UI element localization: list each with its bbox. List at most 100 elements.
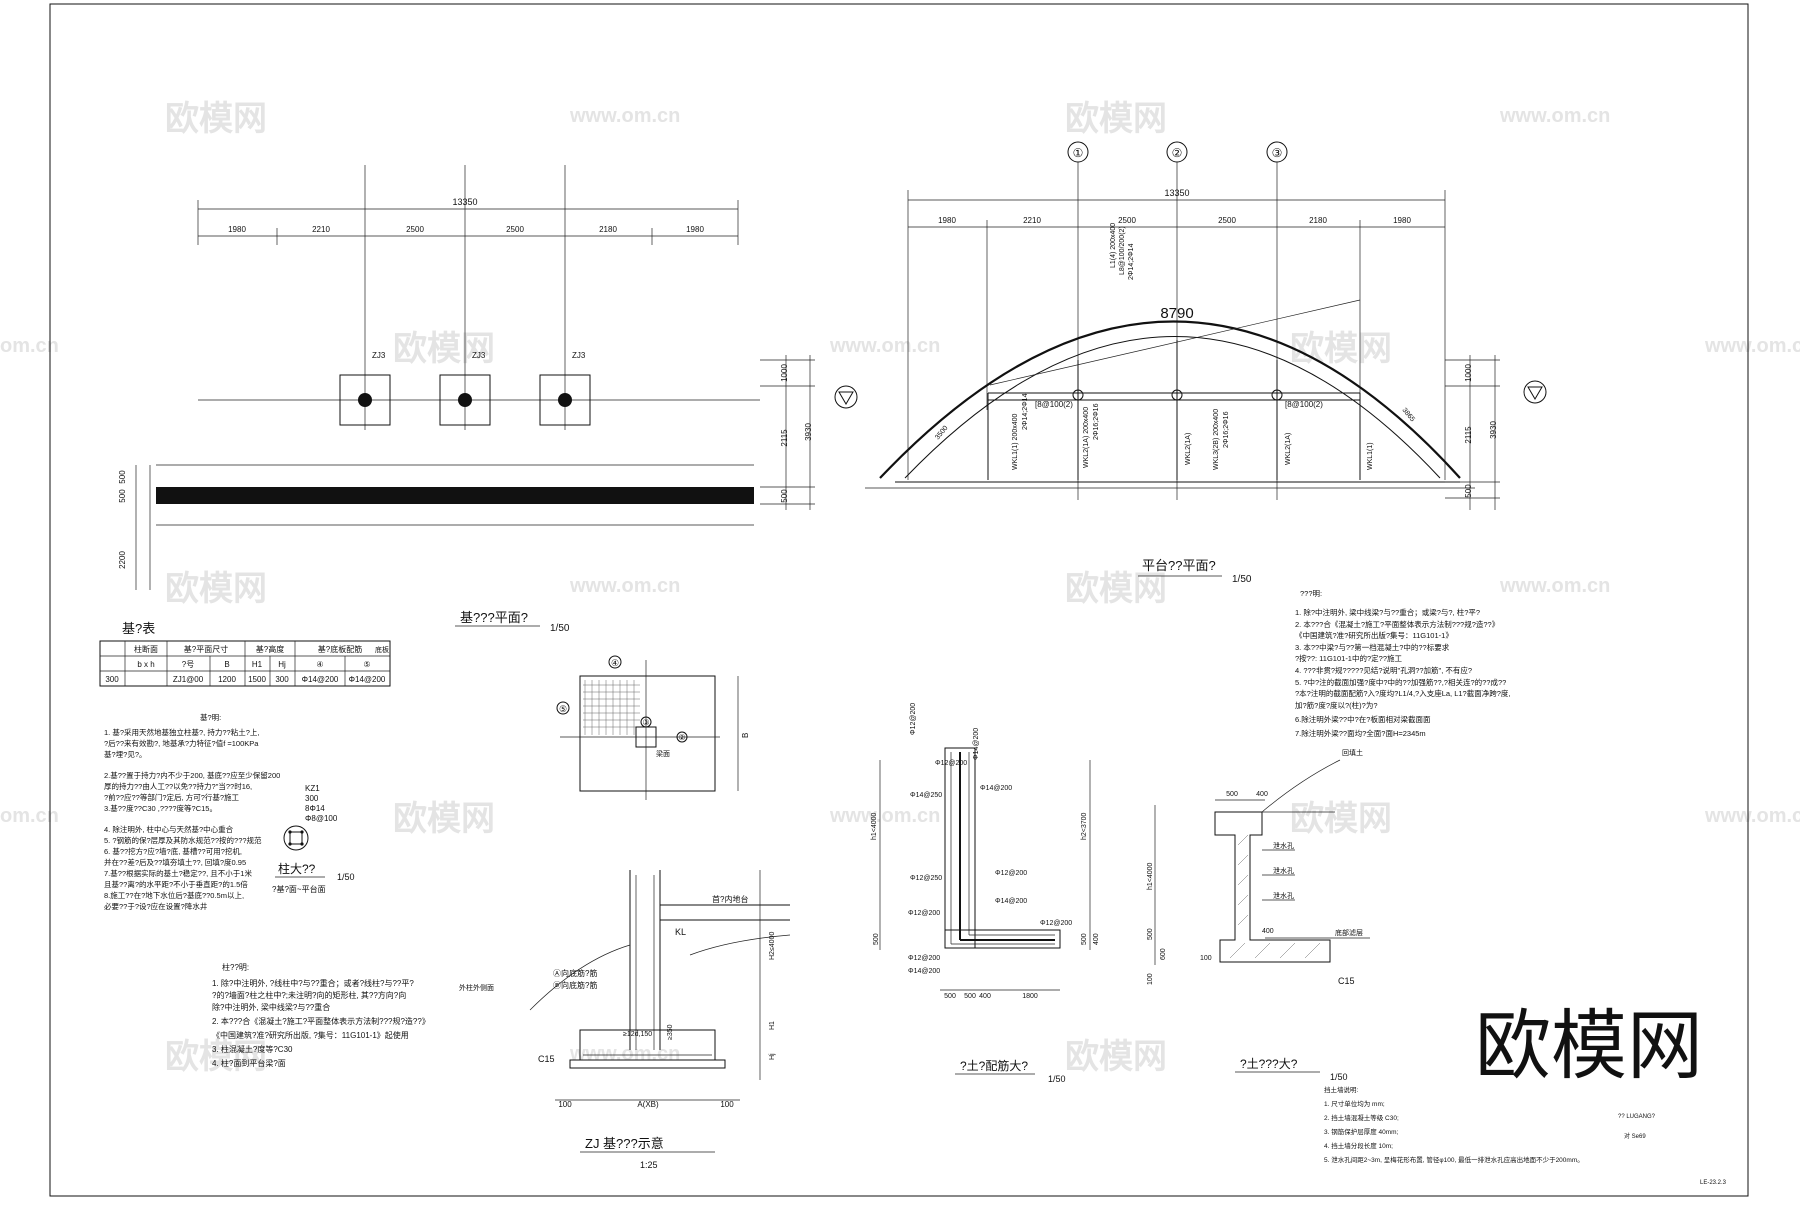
detail-label: ≥350 xyxy=(667,1024,674,1040)
rebar-label: Φ14@200 xyxy=(908,968,940,975)
detail-mark: ③ xyxy=(642,718,649,727)
watermark-brand: 欧模网 xyxy=(1290,330,1392,368)
note-line: 2.基??置于持力?内不少于200, 基底??应至少保留200 xyxy=(104,770,280,780)
h-label: Hj xyxy=(769,1053,776,1060)
beam-label: L8@100/200(2) xyxy=(1119,226,1126,275)
column-notes: 柱??明: 1. 除?中注明外, ?线柱中?与??重合；或者?线柱?与??平? … xyxy=(212,962,430,1068)
note-line: 厚的持力??由人工??以免??持力?"当??时16, xyxy=(104,781,252,791)
dim-b: B xyxy=(741,733,750,738)
detail-scale: 1/50 xyxy=(1048,1074,1066,1084)
foundation-plan: 13350 1980 2210 2500 2500 2180 1980 ZJ3 … xyxy=(118,165,815,634)
note-line: 4. 挡土墙分段长度 10m; xyxy=(1324,1141,1393,1150)
footing-zj3: ZJ3 xyxy=(339,351,391,426)
dim: 400 xyxy=(979,993,991,1000)
note-line: 《中国建筑?准?研究所出版, ?集号：11G101-1》起使用 xyxy=(212,1030,409,1040)
note-line: 5. ?钢筋的保?层厚及其防水规范??按的???规范 xyxy=(104,835,262,845)
note-line: 并在??差?后及??填夯填土??, 回填?度0.95 xyxy=(104,857,246,867)
note-line: 1. 尺寸单位均为 mm; xyxy=(1324,1099,1385,1108)
note-line: 2. 本???合《混凝土?施工?平面整体表示方法制???规?造??》 xyxy=(1295,619,1499,629)
watermark-brand: 欧模网 xyxy=(1065,100,1167,138)
rebar-label: Φ14@200 xyxy=(995,898,1027,905)
side-dim: 500 xyxy=(780,489,789,503)
arc-dim: 8790 xyxy=(1160,305,1193,322)
rebar-label: Φ14@200 xyxy=(973,728,980,760)
h-label: h2<3700 xyxy=(1081,812,1088,840)
dim: 400 xyxy=(1256,791,1268,798)
axis-label: ② xyxy=(1172,146,1183,160)
note-line: 1. 基?采用天然地基独立柱基?, 持力??粘土?上, xyxy=(104,727,259,737)
sheet-number: LE-23.2.3 xyxy=(1700,1180,1727,1186)
beam-label: [8@100(2) xyxy=(1285,400,1323,409)
table-header: H1 xyxy=(252,660,263,669)
watermark-brand: 欧模网 xyxy=(1065,1038,1167,1076)
watermark-url: www.om.cn xyxy=(569,1043,680,1065)
dim: 500 xyxy=(873,933,880,945)
note-line: 除?中注明外, 梁中线梁?与??重合 xyxy=(212,1002,330,1012)
note-line: 7.除注明外梁??面均?全面?面H=2345m xyxy=(1295,728,1426,738)
dim: 500 xyxy=(1081,933,1088,945)
dim: 100 xyxy=(720,1100,734,1109)
dim: 400 xyxy=(1262,928,1274,935)
table-cell: 1200 xyxy=(218,675,236,684)
rebar-label: Φ14@200 xyxy=(980,785,1012,792)
watermark-url: www.om.cn xyxy=(829,805,940,827)
footing-plan xyxy=(579,675,716,792)
column-label: 8Φ14 xyxy=(305,804,325,813)
wall-label: 泄水孔 xyxy=(1273,891,1294,900)
detail-scale: 1/50 xyxy=(1330,1072,1348,1082)
zj-detail: ④ ⑤ ③ ② 梁面 B 首?内地台 KL Ⓐ向底筋?筋 Ⓑ向底筋?筋 外柱外侧… xyxy=(459,655,791,1170)
table-header: B xyxy=(224,660,229,669)
side-dim: 2115 xyxy=(780,429,789,447)
side-dim: 500 xyxy=(1464,484,1473,498)
watermark-url: www.om.cn xyxy=(1704,335,1800,357)
footing-label: ZJ3 xyxy=(372,351,386,360)
dim: 1800 xyxy=(1022,993,1038,1000)
note-line: 《中国建筑?准?研究所出版?集号：11G101-1》 xyxy=(1295,630,1453,640)
section-marker xyxy=(1523,380,1547,404)
table-header: b x h xyxy=(137,660,154,669)
watermark-url: www.om.cn xyxy=(569,105,680,127)
footing-label: ZJ3 xyxy=(572,351,586,360)
watermark-brand: 欧模网 xyxy=(165,1038,267,1076)
dim: 2500 xyxy=(406,225,424,234)
note-line: 必要??于?设?应在设置?降水井 xyxy=(104,901,208,911)
table-cell: Φ14@200 xyxy=(302,675,339,684)
overall-dim: 13350 xyxy=(1164,188,1189,198)
foundation-table: 基?表 柱断面 基?平面尺寸 基?高度 基?底板配筋 底板 b x h ?号 B… xyxy=(99,621,391,687)
watermark-url: om.cn xyxy=(0,335,59,357)
beam-label: 梁面 xyxy=(656,749,670,758)
footing-zj3: ZJ3 xyxy=(539,351,591,426)
beam-notes: ???明: 1. 除?中注明外, 梁中线梁?与??重合；或梁?与?, 柱?平? … xyxy=(1295,589,1511,738)
footing-zj3: ZJ3 xyxy=(439,351,491,426)
overall-dim: 13350 xyxy=(452,197,477,207)
detail-mark: ⑤ xyxy=(559,704,567,714)
detail-title: ?土?配筋大? xyxy=(960,1058,1028,1073)
column-section xyxy=(283,825,309,851)
watermark-brand: 欧模网 xyxy=(165,570,267,608)
sheet-frame xyxy=(49,3,1749,1197)
beam-label: [8@100(2) xyxy=(1035,400,1073,409)
dim: 2180 xyxy=(599,225,617,234)
note-line: 2. 本???合《混凝土?施工?平面整体表示方法制???规?造??》 xyxy=(212,1016,430,1026)
note-line: 5. 泄水孔间距2~3m, 呈梅花形布置, 管径φ100, 最低一排泄水孔应高出… xyxy=(1324,1155,1584,1164)
wall-label: 底部滤层 xyxy=(1335,928,1363,937)
beam-label: 2Φ16;2Φ16 xyxy=(1223,411,1230,448)
detail-label: 外柱外侧面 xyxy=(459,983,494,992)
axis-label: ③ xyxy=(1272,146,1283,160)
dim: 100 xyxy=(1147,973,1154,985)
dim: 2210 xyxy=(312,225,330,234)
note-line: 3. 本??中梁?与??第一档混凝土?中的??标要求 xyxy=(1295,642,1450,652)
platform-plan: ① ② ③ 13350 1980 2210 2500 2500 2180 198… xyxy=(865,141,1500,585)
beam-label: WKL2(1A) xyxy=(1185,433,1192,465)
detail-label: KL xyxy=(675,927,686,937)
dim: 500 xyxy=(964,993,976,1000)
left-dim: 500 xyxy=(118,470,127,484)
footing-label: ZJ3 xyxy=(472,351,486,360)
plan-title: 基???平面? xyxy=(460,610,528,625)
beam-label: 2Φ14;2Φ14 xyxy=(1022,393,1029,430)
note-line: 加?筋?度?度以?(柱)?为? xyxy=(1295,700,1378,710)
rebar-label: Φ14@250 xyxy=(910,792,942,799)
wall-label: 泄水孔 xyxy=(1273,841,1294,850)
note-line: 5. ?中?注的截面加强?度中?中的??加强筋??,?相关连?的??成?? xyxy=(1295,677,1506,687)
watermark-brand: 欧模网 xyxy=(393,800,495,838)
